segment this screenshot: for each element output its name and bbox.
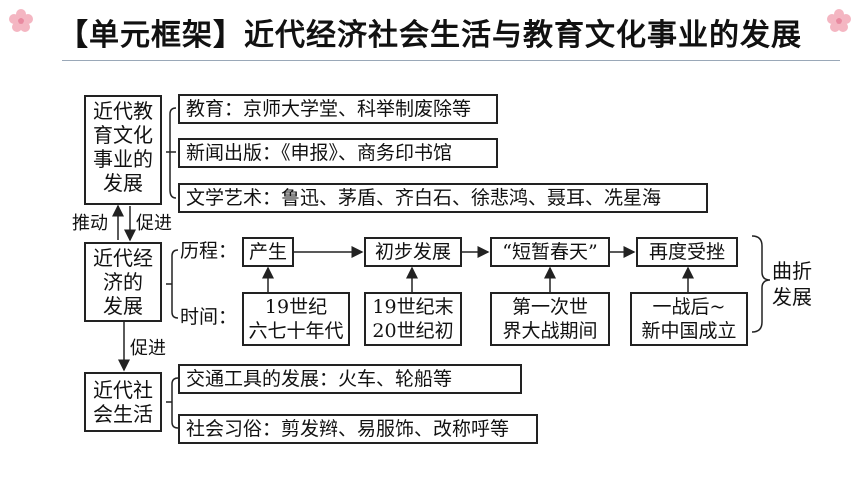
node-economy: 近代经 济的 发展 (84, 242, 162, 322)
social-item-customs: 社会习俗：剪发辫、易服饰、改称呼等 (178, 414, 538, 444)
node-line: 发展 (103, 294, 143, 318)
time-box: 一战后~ 新中国成立 (630, 292, 748, 346)
node-edu-culture: 近代教 育文化 事业的 发展 (84, 95, 162, 205)
label-promote-up: 促进 (136, 213, 172, 234)
time-box: 19世纪 六七十年代 (242, 292, 350, 346)
node-line: 会生活 (93, 402, 153, 426)
process-label: 历程： (180, 240, 238, 262)
time-line: 一战后~ (652, 296, 726, 318)
time-line: 19世纪末 (372, 296, 454, 318)
node-social-life: 近代社 会生活 (84, 372, 162, 432)
time-line: 六七十年代 (248, 320, 344, 342)
page-title: 【单元框架】近代经济社会生活与教育文化事业的发展 (58, 18, 802, 53)
time-line: 界大战期间 (502, 320, 598, 342)
edu-item-education: 教育：京师大学堂、科举制废除等 (178, 94, 498, 124)
flower-decoration-icon (9, 9, 33, 32)
node-line: 近代经 (93, 246, 153, 270)
social-item-transport: 交通工具的发展：火车、轮船等 (178, 364, 522, 394)
time-line: 19世纪 (264, 296, 328, 318)
node-line: 育文化 (93, 123, 153, 147)
edu-item-press: 新闻出版：《申报》、商务印书馆 (178, 138, 498, 168)
node-line: 近代社 (93, 378, 153, 402)
trend-line: 发展 (772, 285, 812, 309)
time-line: 新中国成立 (641, 320, 737, 342)
flower-decoration-icon (827, 9, 851, 32)
title-bar: 【单元框架】近代经济社会生活与教育文化事业的发展 (0, 0, 860, 64)
trend-label: 曲折 发展 (772, 258, 812, 310)
time-label: 时间： (180, 306, 238, 328)
stage-setback-again: 再度受挫 (636, 237, 738, 267)
node-line: 事业的 (93, 147, 153, 171)
time-box: 第一次世 界大战期间 (490, 292, 610, 346)
label-push: 推动 (72, 213, 108, 234)
time-line: 20世纪初 (372, 320, 454, 342)
edu-item-arts: 文学艺术：鲁迅、茅盾、齐白石、徐悲鸿、聂耳、冼星海 (178, 183, 708, 213)
node-line: 近代教 (93, 99, 153, 123)
node-line: 济的 (103, 270, 143, 294)
stage-short-spring: “短暂春天” (490, 237, 610, 267)
time-box: 19世纪末 20世纪初 (364, 292, 462, 346)
time-line: 第一次世 (511, 296, 588, 318)
trend-line: 曲折 (772, 259, 812, 283)
title-divider (62, 60, 840, 61)
label-promote-down: 促进 (130, 338, 166, 359)
stage-initial-development: 初步发展 (364, 237, 462, 267)
stage-emergence: 产生 (242, 237, 294, 267)
node-line: 发展 (103, 171, 143, 195)
